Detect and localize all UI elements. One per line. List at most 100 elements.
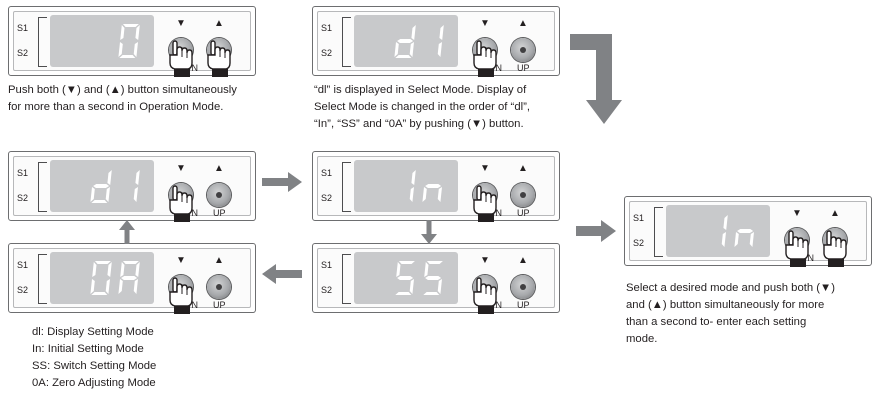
pressing-hand-icon [782, 225, 812, 267]
legend-item-ss: SS: Switch Setting Mode [32, 360, 157, 372]
indicator-bracket [38, 254, 47, 304]
down-triangle-icon: ▼ [792, 208, 802, 219]
device-panel-ss: S1S2SS▼▲/NUP [312, 243, 560, 314]
digit-S [395, 261, 415, 295]
lcd-display: dl [354, 15, 458, 67]
segment-g [121, 276, 138, 280]
s2-label: S2 [17, 193, 29, 203]
segment-e [90, 187, 95, 202]
down-arrow-icon [421, 220, 437, 244]
segment-c [409, 279, 415, 294]
segment-c [721, 232, 727, 247]
s2-label: S2 [321, 285, 333, 295]
up-button[interactable] [511, 275, 535, 299]
caption-step-2: “dl” is displayed in Select Mode. Displa… [314, 82, 574, 133]
s1-label: S1 [633, 213, 645, 223]
down-button-label: /N [493, 300, 502, 310]
segment-c [105, 187, 111, 202]
s2-label: S2 [17, 285, 29, 295]
pressing-hand-icon [166, 180, 196, 222]
segment-d [91, 292, 108, 295]
down-button-label: /N [189, 63, 198, 73]
segment-b [411, 170, 416, 185]
s1-label: S1 [17, 260, 29, 270]
up-arrow-icon [119, 220, 135, 244]
caption-line: Select Mode is changed in the order of “… [314, 101, 531, 113]
indicator-bracket [342, 162, 351, 212]
up-button[interactable] [511, 38, 535, 62]
caption-step-3: Select a desired mode and push both (▼) … [626, 280, 876, 348]
segment-f [120, 25, 125, 40]
caption-line: for more than a second in Operation Mode… [8, 101, 224, 113]
up-triangle-icon: ▲ [518, 255, 528, 266]
up-button-label: UP [517, 63, 530, 73]
digit-A [118, 261, 140, 294]
segment-c [133, 279, 139, 294]
digit-n [422, 184, 443, 202]
indicator-bracket [38, 162, 47, 212]
pressing-hand-icon [166, 272, 196, 314]
button-dot [520, 47, 526, 53]
pressing-hand-icon [820, 225, 850, 267]
segment-g [425, 276, 442, 280]
segment-f [424, 262, 429, 277]
down-button-label: /N [189, 208, 198, 218]
down-triangle-icon: ▼ [176, 255, 186, 266]
segment-c [437, 279, 443, 294]
caption-step-1: Push both (▼) and (▲) button simultaneou… [8, 82, 298, 116]
s2-label: S2 [321, 48, 333, 58]
digit-I [721, 215, 728, 247]
pressing-hand-icon [166, 35, 196, 77]
pressing-hand-icon [204, 35, 234, 77]
segment-c [105, 279, 111, 294]
lcd-segments [118, 24, 140, 58]
down-button-label: /N [493, 63, 502, 73]
pressing-hand-icon [470, 35, 500, 77]
segment-b [135, 25, 140, 40]
indicator-bracket [654, 207, 663, 257]
segment-f [396, 262, 401, 277]
up-triangle-icon: ▲ [214, 163, 224, 174]
segment-c [409, 42, 415, 57]
digit-0 [118, 24, 140, 58]
down-button-label: /N [805, 253, 814, 263]
device-panel-0a: S1S20A▼▲/NUP [8, 243, 256, 314]
up-triangle-icon: ▲ [518, 163, 528, 174]
s2-label: S2 [633, 238, 645, 248]
lcd-display: SS [354, 252, 458, 304]
legend-item-dl: dl: Display Setting Mode [32, 326, 154, 338]
segment-b [135, 262, 140, 277]
digit-S [423, 261, 443, 295]
segment-a [122, 24, 139, 27]
down-triangle-icon: ▼ [480, 18, 490, 29]
device-panel-dl: S1S2dl▼▲/NUP [8, 151, 256, 222]
segment-d [91, 200, 108, 203]
up-button[interactable] [207, 275, 231, 299]
down-button-label: /N [493, 208, 502, 218]
lcd-segments [90, 170, 140, 203]
segment-g [397, 276, 414, 280]
segment-b [411, 25, 416, 40]
button-dot [216, 192, 222, 198]
lcd-display: dl [50, 160, 154, 212]
s1-label: S1 [321, 168, 333, 178]
segment-d [119, 55, 136, 58]
segment-c [409, 187, 415, 202]
button-dot [216, 284, 222, 290]
segment-d [395, 292, 412, 295]
segment-c [133, 42, 139, 57]
caption-line: “In”, “SS” and “0A” by pushing (▼) butto… [314, 118, 524, 130]
up-triangle-icon: ▲ [518, 18, 528, 29]
segment-a [398, 261, 415, 264]
lcd-segments [395, 261, 443, 295]
digit-l [437, 25, 444, 57]
up-button[interactable] [511, 183, 535, 207]
segment-c [437, 42, 443, 57]
s2-label: S2 [17, 48, 29, 58]
right-arrow-icon [262, 172, 302, 192]
left-arrow-icon [262, 264, 302, 284]
up-button[interactable] [207, 183, 231, 207]
lcd-segments [409, 170, 443, 202]
digit-I [409, 170, 416, 202]
device-panel-enter-mode: S1S2In▼▲/NUP [624, 196, 872, 267]
